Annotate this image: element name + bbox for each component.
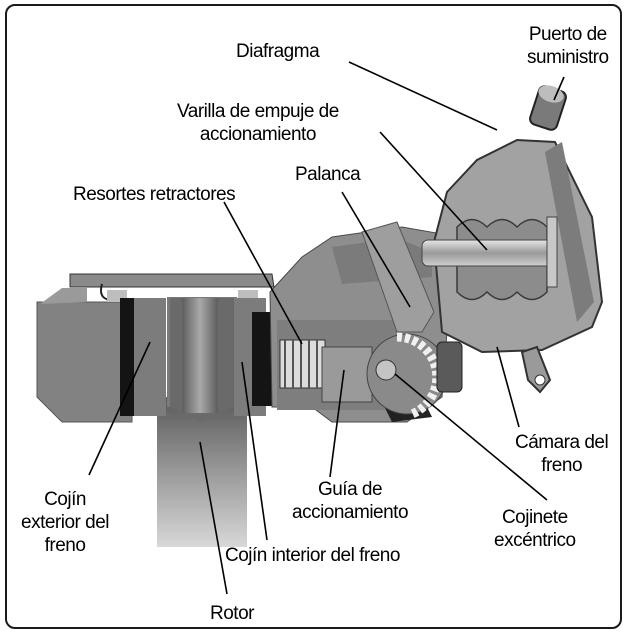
retractor-spring (280, 340, 325, 388)
label-guia-de-accionamiento: Guía de accionamiento (292, 478, 408, 524)
label-resortes-retractores: Resortes retractores (73, 183, 235, 206)
label-palanca: Palanca (295, 163, 360, 186)
label-cojin-exterior-del-freno: Cojín exterior del freno (21, 488, 109, 557)
label-varilla-de-empuje: Varilla de empuje de accionamiento (177, 100, 339, 146)
push-rod-shape (422, 240, 552, 266)
label-puerto-de-suministro: Puerto de suministro (527, 23, 609, 69)
eccentric-bearing (367, 334, 447, 414)
label-cojin-interior-del-freno: Cojín interior del freno (225, 544, 400, 567)
label-diafragma: Diafragma (236, 40, 319, 63)
label-cojinete-excentrico: Cojinete excéntrico (494, 506, 576, 552)
diagram-frame: Diafragma Puerto de suministro Varilla d… (5, 4, 622, 629)
label-camara-del-freno: Cámara del freno (515, 431, 608, 477)
actuation-guide-shape (322, 347, 372, 402)
label-rotor: Rotor (210, 602, 254, 625)
inner-pad-shape (234, 298, 272, 416)
